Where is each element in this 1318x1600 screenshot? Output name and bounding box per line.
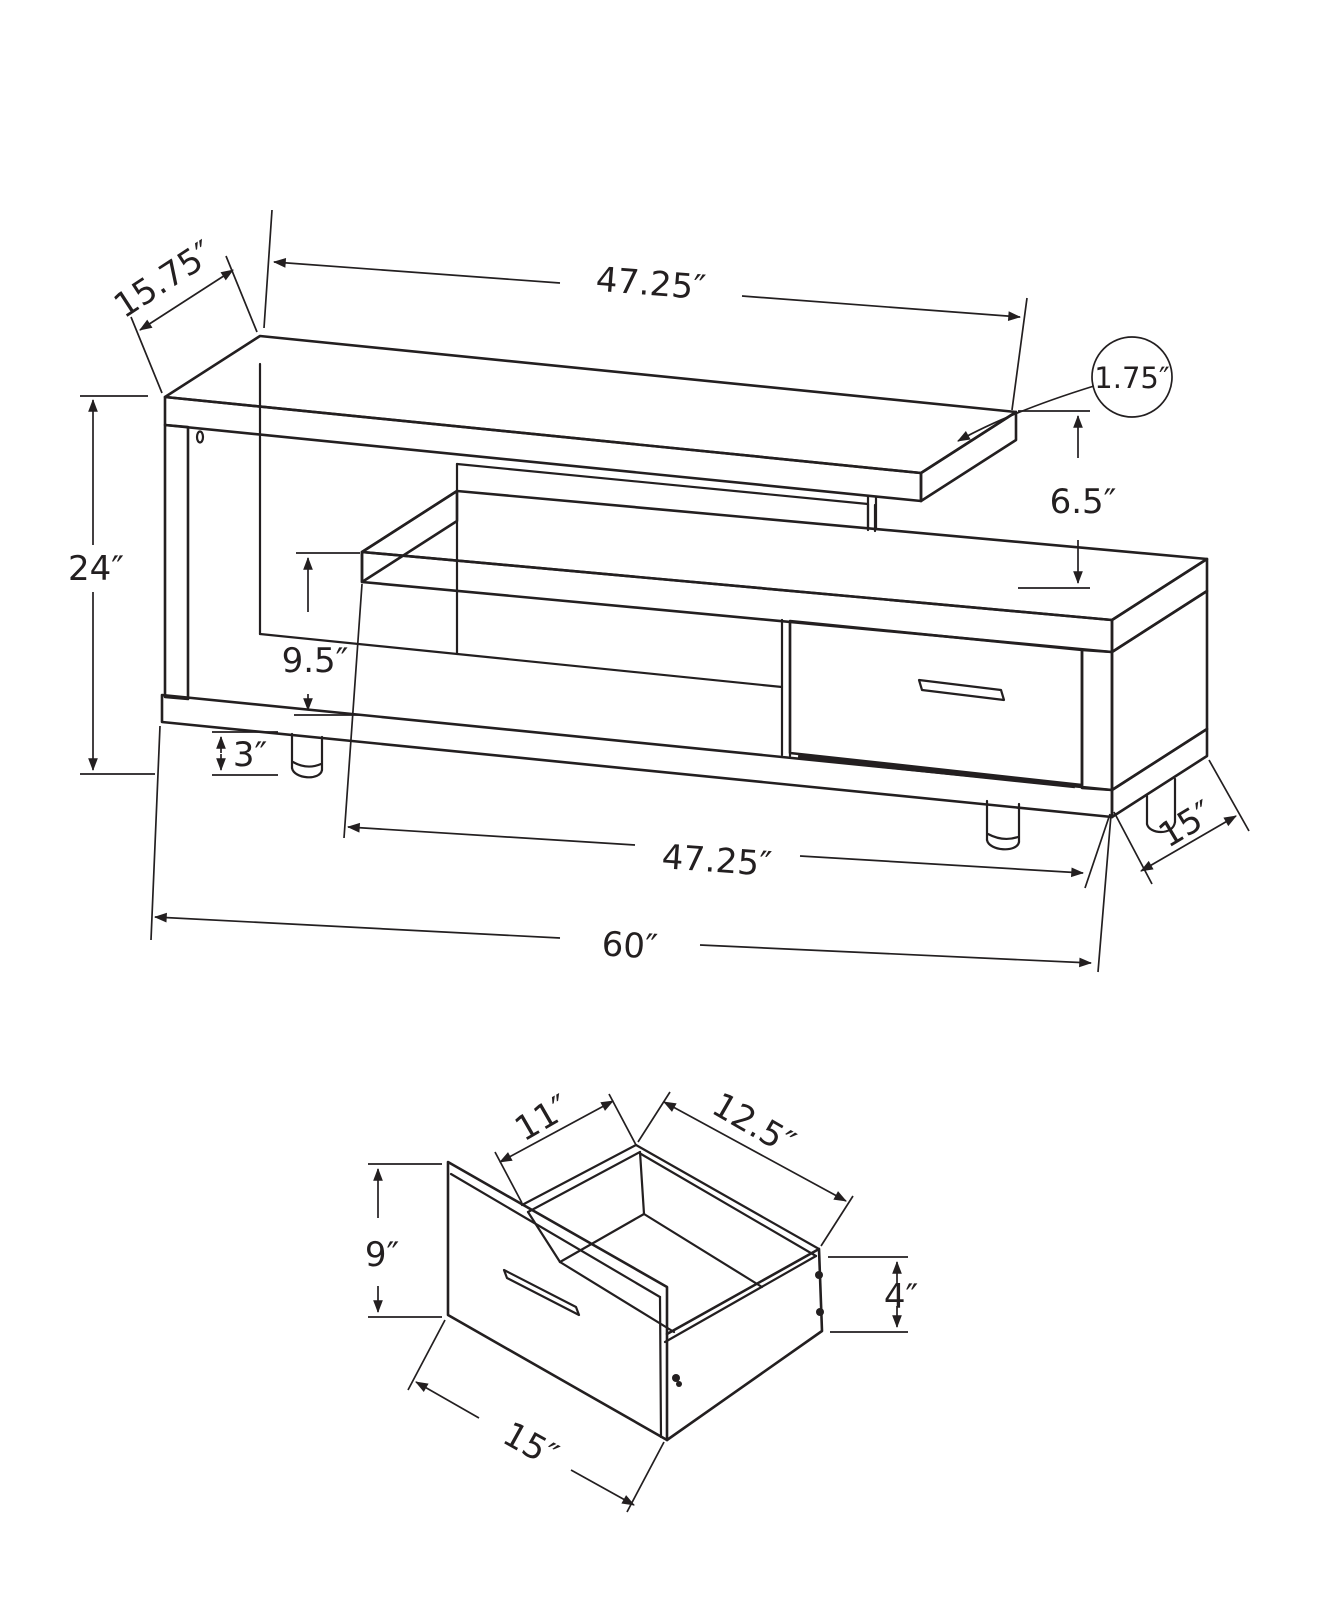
shelf-connector (866, 494, 878, 531)
top-shelf (163, 334, 1018, 503)
drawer-handle (917, 678, 1006, 702)
dim-front-width-label: 15″ (496, 1414, 564, 1476)
dim-leg-height: 3″ (212, 731, 278, 776)
dim-overall-height: 24″ (68, 395, 155, 775)
dim-top-depth: 15.75″ (107, 233, 258, 394)
dim-side-height-label: 4″ (884, 1277, 918, 1317)
dim-overall-width: 60″ (150, 725, 1112, 973)
dim-top-thickness-label: 1.75″ (1094, 361, 1170, 395)
front-right-leg (985, 799, 1021, 851)
drawer-interior (526, 1150, 764, 1334)
dim-front-height-label: 9″ (365, 1235, 399, 1275)
dim-lower-width-label: 47.25″ (660, 837, 773, 885)
drawer-screws (672, 1271, 824, 1387)
dim-side-height: 4″ (828, 1256, 918, 1333)
dim-shelf-gap: 6.5″ (1018, 410, 1117, 589)
dim-top-thickness-balloon: 1.75″ (957, 336, 1173, 442)
bottom-platform (160, 693, 1209, 819)
dim-inner-width-label: 12.5″ (705, 1085, 802, 1164)
dim-front-height: 9″ (365, 1163, 442, 1318)
drawer-front-panel (446, 1160, 669, 1442)
front-left-leg (290, 732, 324, 779)
dim-top-depth-label: 15.75″ (107, 233, 221, 326)
dim-depth-label: 15″ (1152, 793, 1221, 856)
right-side-panel (1080, 589, 1209, 792)
dim-inner-depth-label: 11″ (508, 1087, 576, 1150)
drawer-box (520, 1143, 824, 1442)
dim-overall-height-label: 24″ (68, 549, 124, 589)
dim-lower-width: 47.25″ (343, 583, 1111, 889)
dim-depth: 15″ (1113, 759, 1250, 885)
dim-top-width: 47.25″ (263, 209, 1028, 411)
left-side-panel (163, 362, 262, 701)
dim-compartment-height-label: 9.5″ (282, 641, 349, 681)
cam-hole (195, 430, 205, 444)
main-view-drawing: 15.75″ 47.25″ 1.75″ 6.5″ 24″ (68, 209, 1250, 973)
dim-leg-height-label: 3″ (233, 735, 267, 775)
dim-shelf-gap-label: 6.5″ (1050, 482, 1117, 522)
dim-overall-width-label: 60″ (601, 924, 659, 967)
drawer-detail-handle (502, 1268, 581, 1317)
dim-top-width-label: 47.25″ (594, 260, 707, 309)
drawer-detail-drawing: 11″ 12.5″ 9″ 4″ 15″ (365, 1085, 918, 1513)
balloon-circle (1091, 336, 1173, 418)
dim-compartment-height: 9.5″ (282, 552, 360, 716)
dim-inner-depth: 11″ (494, 1087, 637, 1204)
